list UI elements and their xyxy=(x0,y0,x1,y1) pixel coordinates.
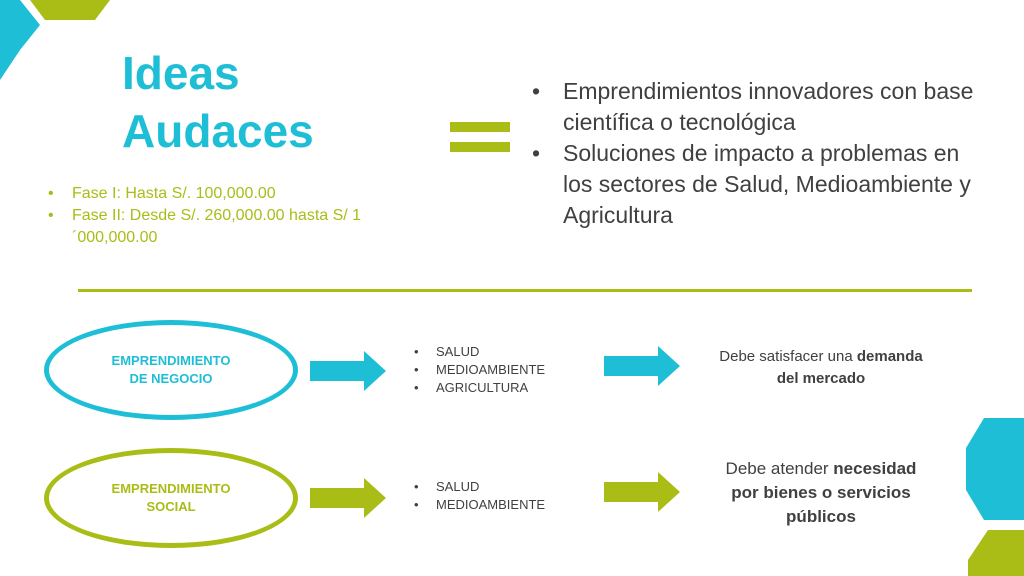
definition-item: Soluciones de impacto a problemas en los… xyxy=(530,138,990,231)
result-text-social: Debe atender necesidad por bienes o serv… xyxy=(725,459,917,526)
page-title: Ideas Audaces xyxy=(122,44,314,160)
phase-list: Fase I: Hasta S/. 100,000.00 Fase II: De… xyxy=(48,183,418,249)
arrow-right-icon xyxy=(604,346,680,386)
ellipse-emprendimiento-social: EMPRENDIMIENTO SOCIAL xyxy=(44,448,298,548)
equals-icon xyxy=(450,122,510,152)
title-line-2: Audaces xyxy=(122,105,314,157)
sector-list-negocio: SALUD MEDIOAMBIENTE AGRICULTURA xyxy=(412,343,545,397)
definition-list: Emprendimientos innovadores con base cie… xyxy=(530,76,990,231)
sector-list-social: SALUD MEDIOAMBIENTE xyxy=(412,478,545,514)
ellipse-label-line-1: EMPRENDIMIENTO xyxy=(111,353,231,368)
ellipse-label-line-2: DE NEGOCIO xyxy=(129,371,213,386)
phase-item: Fase I: Hasta S/. 100,000.00 xyxy=(48,183,418,205)
result-text-negocio: Debe satisfacer una demanda del mercado xyxy=(719,348,923,387)
ellipse-label-line-1: EMPRENDIMIENTO xyxy=(111,481,231,496)
corner-decoration-top-left xyxy=(0,0,110,80)
sector-item: MEDIOAMBIENTE xyxy=(412,496,545,514)
title-line-1: Ideas xyxy=(122,47,240,99)
sector-item: AGRICULTURA xyxy=(412,379,545,397)
phase-item: Fase II: Desde S/. 260,000.00 hasta S/ 1… xyxy=(48,205,418,249)
arrow-right-icon xyxy=(310,351,386,391)
arrow-right-icon xyxy=(604,472,680,512)
ellipse-emprendimiento-negocio: EMPRENDIMIENTO DE NEGOCIO xyxy=(44,320,298,420)
arrow-right-icon xyxy=(310,478,386,518)
sector-item: SALUD xyxy=(412,478,545,496)
definition-item: Emprendimientos innovadores con base cie… xyxy=(530,76,990,138)
section-divider xyxy=(78,289,972,292)
sector-item: MEDIOAMBIENTE xyxy=(412,361,545,379)
corner-decoration-bottom-right xyxy=(966,418,1024,576)
ellipse-label-line-2: SOCIAL xyxy=(146,499,196,514)
sector-item: SALUD xyxy=(412,343,545,361)
